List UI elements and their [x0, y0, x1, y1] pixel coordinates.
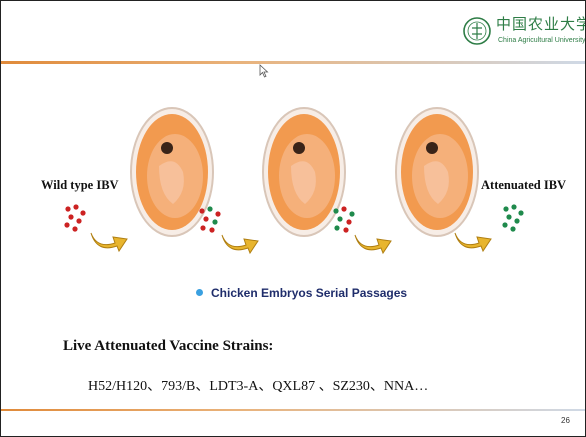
page-number: 26	[561, 416, 570, 425]
university-seal-icon	[463, 17, 491, 45]
chicken-embryo-image-1	[130, 107, 214, 237]
passage-virus-particles-icon-2	[333, 206, 355, 233]
attenuated-virus-particles-icon	[502, 204, 524, 232]
passage-virus-particles-icon-1	[199, 206, 221, 233]
passage-arrow-icon-3	[354, 234, 392, 255]
footer-divider	[1, 409, 585, 411]
chicken-embryo-image-2	[262, 107, 346, 237]
passage-arrow-icon-1	[90, 232, 128, 253]
passage-caption-text: Chicken Embryos Serial Passages	[211, 286, 408, 300]
vaccine-strains-list: H52/H120、793/B、LDT3-A、QXL87 、SZ230、NNA…	[88, 379, 429, 394]
passage-caption: Chicken Embryos Serial Passages	[196, 286, 407, 300]
mouse-cursor-icon	[259, 64, 269, 78]
university-logo	[463, 17, 491, 45]
header-divider	[1, 61, 585, 64]
logo-chinese-name: 中国农业大学	[496, 15, 586, 33]
chicken-embryo-image-3	[395, 107, 479, 237]
passage-arrow-icon-4	[454, 232, 492, 253]
attenuated-label: Attenuated IBV	[481, 178, 567, 192]
logo-english-name: China Agricultural University	[498, 37, 586, 44]
vaccine-strains-heading: Live Attenuated Vaccine Strains:	[63, 338, 274, 354]
bullet-icon	[196, 289, 203, 296]
wild-type-label: Wild type IBV	[41, 178, 119, 192]
wild-virus-particles-icon	[64, 204, 86, 232]
passage-arrow-icon-2	[221, 234, 259, 255]
